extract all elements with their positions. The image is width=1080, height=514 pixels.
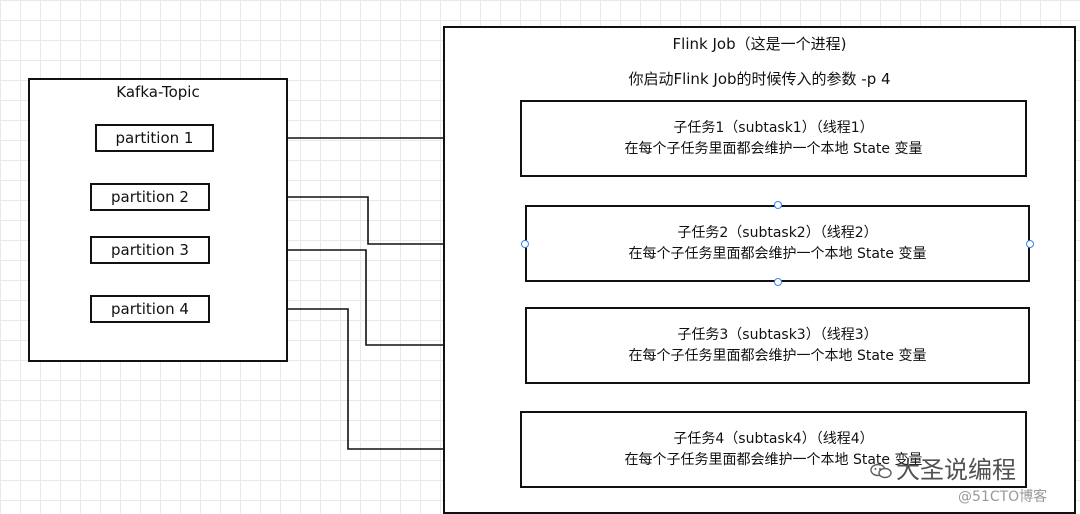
subtask-2-title: 子任务2（subtask2）（线程2） [677,225,878,241]
subtask-3-desc: 在每个子任务里面都会维护一个本地 State 变量 [628,348,927,364]
wechat-icon [870,463,892,479]
subtask-4-desc: 在每个子任务里面都会维护一个本地 State 变量 [624,452,923,468]
subtask-1-desc: 在每个子任务里面都会维护一个本地 State 变量 [624,141,923,157]
selection-handle-right[interactable] [1026,240,1034,248]
subtask-3-title: 子任务3（subtask3）（线程3） [677,327,878,343]
selection-handle-left[interactable] [521,240,529,248]
flink-job-parallelism-note: 你启动Flink Job的时候传入的参数 -p 4 [628,70,891,88]
blog-watermark: @51CTO博客 [958,489,1048,505]
selection-handle-bottom[interactable] [774,278,782,286]
subtask-2-box[interactable]: 子任务2（subtask2）（线程2） 在每个子任务里面都会维护一个本地 Sta… [525,205,1030,282]
subtask-4-title: 子任务4（subtask4）（线程4） [673,431,874,447]
partition-4-box: partition 4 [90,295,210,323]
subtask-1-title: 子任务1（subtask1）（线程1） [673,120,874,136]
kafka-topic-title: Kafka-Topic [116,83,200,101]
subtask-2-desc: 在每个子任务里面都会维护一个本地 State 变量 [628,246,927,262]
selection-handle-top[interactable] [774,201,782,209]
partition-3-box: partition 3 [90,236,210,264]
watermark-text: 大圣说编程 [896,456,1016,484]
flink-job-title: Flink Job（这是一个进程) [672,35,847,53]
partition-2-box: partition 2 [90,183,210,211]
subtask-4-box: 子任务4（subtask4）（线程4） 在每个子任务里面都会维护一个本地 Sta… [520,411,1027,488]
subtask-1-box: 子任务1（subtask1）（线程1） 在每个子任务里面都会维护一个本地 Sta… [520,100,1027,177]
subtask-3-box: 子任务3（subtask3）（线程3） 在每个子任务里面都会维护一个本地 Sta… [525,307,1030,384]
partition-1-box: partition 1 [95,124,214,152]
watermark: 大圣说编程 [870,450,1016,485]
